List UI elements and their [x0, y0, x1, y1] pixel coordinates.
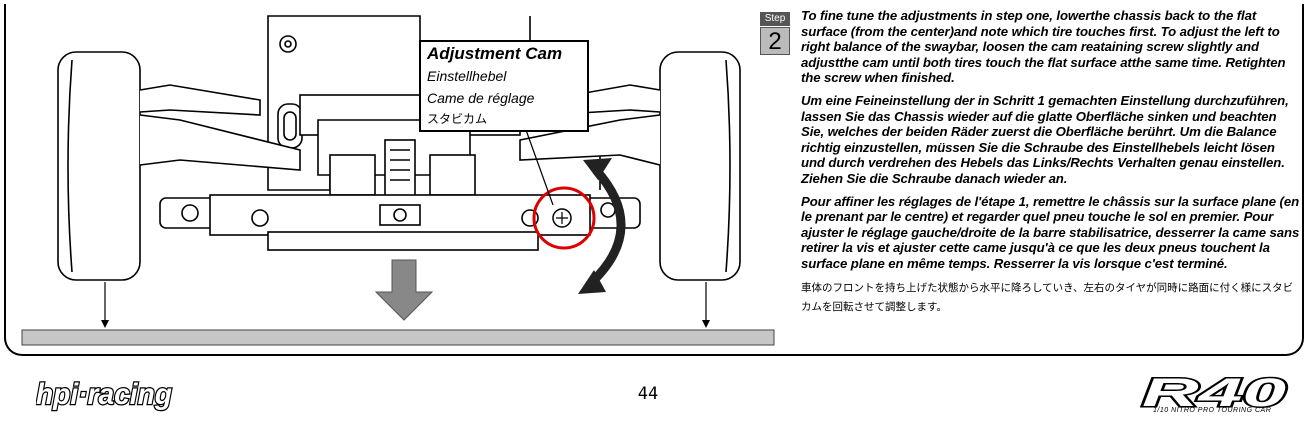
adjustment-cam-callout: Adjustment Cam Einstellhebel Came de rég… — [419, 40, 589, 132]
lower-arrow — [374, 259, 434, 321]
hpi-racing-logo: hpi·racing — [36, 377, 173, 413]
instructions-english: To fine tune the adjustments in step one… — [801, 8, 1286, 86]
flat-surface — [21, 329, 775, 346]
brand-right-text: R40 — [1142, 371, 1286, 415]
right-tire — [659, 51, 741, 281]
instructions-japanese: 車体のフロントを持ち上げた状態から水平に降ろしていき、左右のタイヤが同時に路面に… — [801, 281, 1294, 313]
brand-left-text: hpi·racing — [36, 378, 172, 411]
instructions-french: Pour affiner les réglages de l'étape 1, … — [801, 193, 1300, 271]
rotate-arrow — [588, 166, 626, 286]
callout-french: Came de réglage — [427, 90, 535, 106]
page-number: 44 — [637, 384, 659, 404]
left-tire — [57, 51, 141, 281]
callout-english: Adjustment Cam — [427, 44, 563, 63]
callout-german: Einstellhebel — [427, 68, 507, 84]
instructions-german: Um eine Feineinstellung der in Schritt 1… — [801, 92, 1289, 186]
cam-highlight-circle — [532, 186, 596, 250]
instructions-column: To fine tune the adjustments in step one… — [801, 8, 1301, 317]
r40-logo: R40 — [1141, 370, 1288, 417]
step-badge: Step 2 — [760, 12, 790, 56]
instruction-panel — [4, 4, 1304, 356]
chassis-diagram — [21, 15, 775, 346]
step-label: Step — [760, 12, 790, 26]
r40-subtitle: 1/10 NITRO PRO TOURING CAR — [1153, 407, 1272, 414]
step-number: 2 — [760, 27, 790, 55]
callout-japanese: スタビカム — [427, 112, 488, 126]
